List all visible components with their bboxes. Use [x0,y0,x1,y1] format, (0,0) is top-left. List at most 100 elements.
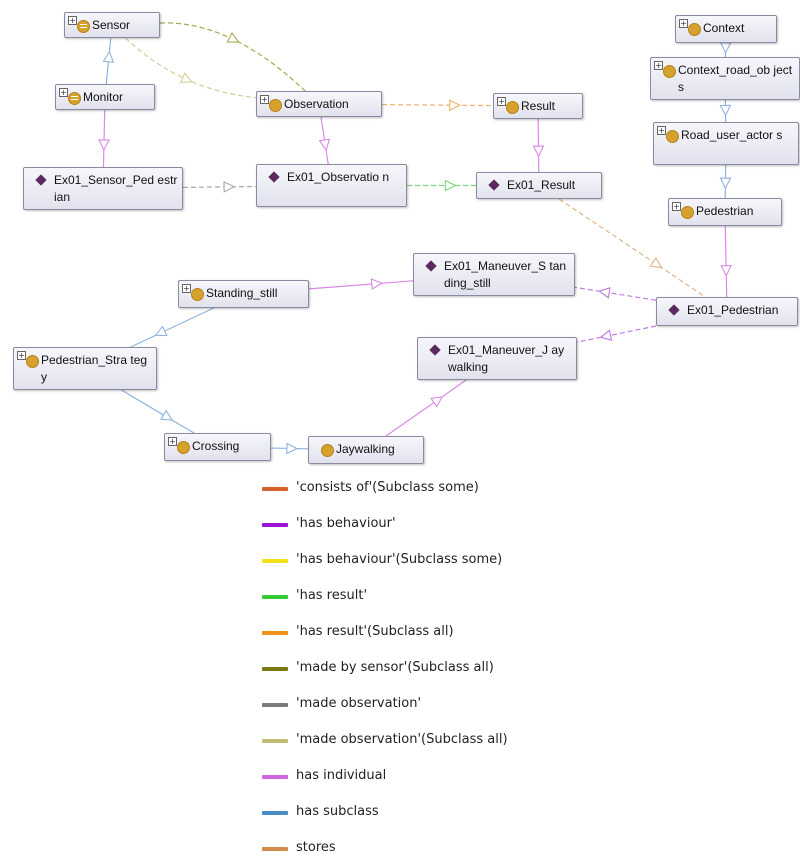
edge-has-individual [725,226,726,297]
legend-item: has subclass [262,804,562,824]
edge-arrowhead [431,397,442,407]
edge-has-subclass [121,390,194,433]
individual-diamond-icon [429,344,440,355]
legend-swatch [262,595,288,599]
expand-icon[interactable]: + [672,202,681,211]
expand-icon[interactable]: + [17,351,26,360]
individual-diamond-icon [668,304,679,315]
node-label: Context_road_ob jects [678,62,795,96]
node-label: Road_user_actor s [681,127,794,144]
legend-label: 'made observation' [296,696,421,711]
legend-swatch [262,631,288,635]
node-label: Ex01_Observatio n [287,169,402,186]
legend-item: 'has behaviour' [262,516,562,536]
edge-arrowhead [181,73,192,82]
individual-node-ex01-sensor-ped[interactable]: Ex01_Sensor_Ped estrian [23,167,183,210]
individual-diamond-icon [35,174,46,185]
expand-icon[interactable]: + [679,19,688,28]
node-label: Jaywalking [336,441,419,458]
class-icon [663,65,676,78]
individual-diamond-icon [488,179,499,190]
expand-icon[interactable]: + [657,126,666,135]
class-node-sensor[interactable]: + Sensor [64,12,160,38]
class-icon [26,355,39,368]
individual-diamond-icon [268,171,279,182]
edge-has-individual [538,119,539,172]
legend-item: 'has result' [262,588,562,608]
edge-arrowhead [720,105,730,115]
legend-item: 'has behaviour'(Subclass some) [262,552,562,572]
class-node-standing-still[interactable]: + Standing_still [178,280,309,308]
legend-item: 'made by sensor'(Subclass all) [262,660,562,680]
edge-arrowhead [450,100,460,110]
edge-arrowhead [99,140,109,150]
class-node-context[interactable]: + Context [675,15,777,43]
individual-node-ex01-pedestrian[interactable]: Ex01_Pedestrian [656,297,798,326]
edge-arrowhead [371,279,381,289]
edge-has-result-subclass-all [382,105,493,106]
class-node-monitor[interactable]: +Monitor [55,84,155,110]
legend-swatch [262,487,288,491]
class-node-ped-strategy[interactable]: + Pedestrian_Stra tegy [13,347,157,390]
edge-arrowhead [650,258,661,268]
legend-label: 'has result' [296,588,367,603]
node-label: Context [703,20,772,37]
edge-arrowhead [720,178,730,188]
expand-icon[interactable]: + [68,16,77,25]
expand-icon[interactable]: + [260,95,269,104]
class-node-pedestrian[interactable]: + Pedestrian [668,198,782,226]
expand-icon[interactable]: + [654,61,663,70]
legend-label: has subclass [296,804,379,819]
defined-class-icon [77,20,90,33]
class-icon [321,444,334,457]
class-node-road-user[interactable]: + Road_user_actor s [653,122,799,165]
edge-has-behaviour [575,287,656,300]
edge-arrowhead [227,33,238,42]
node-label: Crossing [192,438,266,455]
legend-swatch [262,775,288,779]
edge-has-individual [386,380,466,436]
edge-made-observation [183,186,256,187]
class-node-jaywalking[interactable]: Jaywalking [308,436,424,464]
node-label: Ex01_Maneuver_J aywalking [448,342,572,376]
edge-arrowhead [156,327,167,336]
edge-arrowhead [161,411,172,420]
class-node-observation[interactable]: +Observation [256,91,382,117]
legend-swatch [262,559,288,563]
edge-arrowhead [534,146,544,156]
class-icon [688,23,701,36]
edge-arrowhead [721,266,731,276]
edge-arrowhead [721,43,731,53]
class-icon [681,206,694,219]
legend-label: 'has behaviour'(Subclass some) [296,552,502,567]
legend-swatch [262,847,288,851]
legend-swatch [262,811,288,815]
expand-icon[interactable]: + [497,97,506,106]
class-node-result[interactable]: +Result [493,93,583,119]
legend-item: 'made observation'(Subclass all) [262,732,562,752]
node-label: Ex01_Result [507,177,597,194]
individual-diamond-icon [425,260,436,271]
node-label: Pedestrian [696,203,777,220]
legend-label: 'has result'(Subclass all) [296,624,454,639]
legend-label: 'made by sensor'(Subclass all) [296,660,494,675]
node-label: Standing_still [206,285,304,302]
individual-node-ex01-man-jw[interactable]: Ex01_Maneuver_J aywalking [417,337,577,380]
edge-has-subclass [131,308,214,347]
legend-item: 'has result'(Subclass all) [262,624,562,644]
legend-item: 'consists of'(Subclass some) [262,480,562,500]
expand-icon[interactable]: + [168,437,177,446]
class-icon [177,441,190,454]
expand-icon[interactable]: + [182,284,191,293]
expand-icon[interactable]: + [59,88,68,97]
class-node-context-road[interactable]: + Context_road_ob jects [650,57,800,100]
class-node-crossing[interactable]: + Crossing [164,433,271,461]
individual-node-ex01-man-ss[interactable]: Ex01_Maneuver_S tanding_still [413,253,575,296]
edge-arrowhead [224,182,234,192]
individual-node-ex01-result[interactable]: Ex01_Result [476,172,602,199]
node-label: Pedestrian_Stra tegy [41,352,152,386]
individual-node-ex01-observation[interactable]: Ex01_Observatio n [256,164,407,207]
legend-swatch [262,523,288,527]
edge-has-individual [309,281,413,289]
node-label: Sensor [92,17,155,34]
